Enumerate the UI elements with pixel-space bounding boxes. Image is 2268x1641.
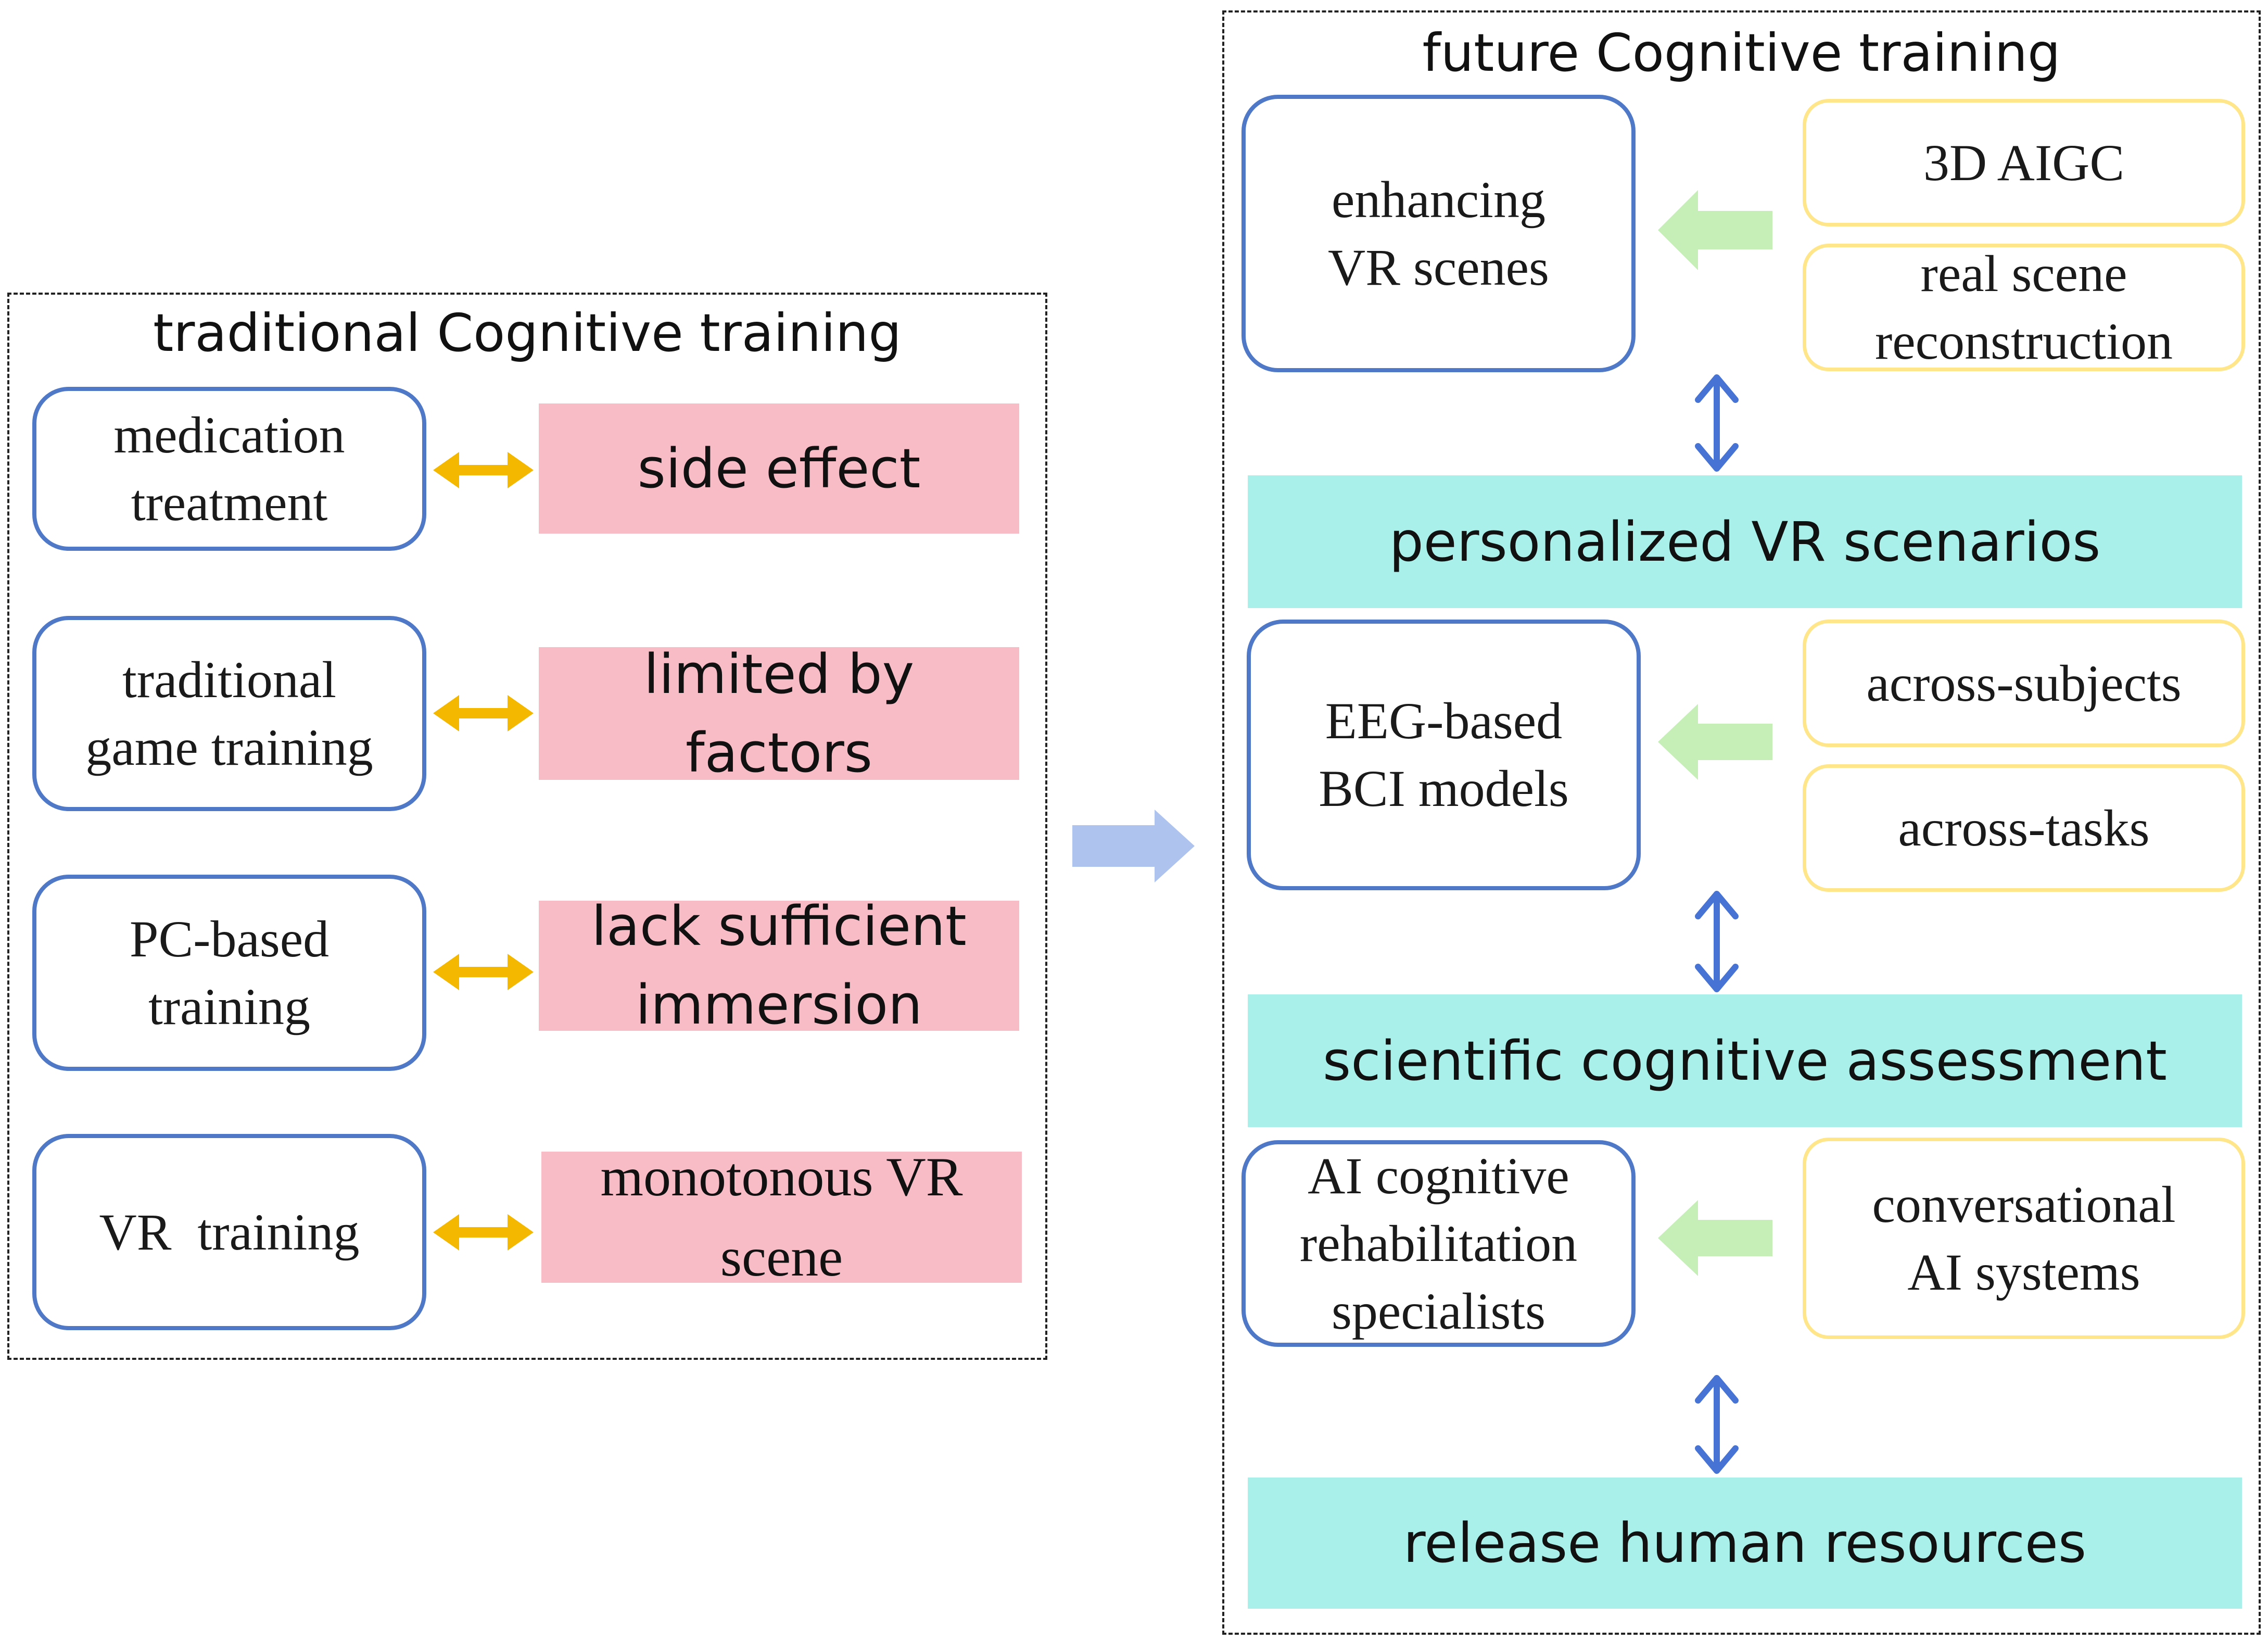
outcome-bar: personalized VR scenarios xyxy=(1248,475,2242,608)
focus-line: specialists xyxy=(1331,1282,1546,1340)
limitation-line: scene xyxy=(720,1227,843,1287)
source-box: real scene reconstruction xyxy=(1803,244,2245,371)
source-line: 3D AIGC xyxy=(1923,133,2125,192)
vertical-double-arrow-icon xyxy=(1695,1375,1739,1474)
source-line: reconstruction xyxy=(1874,312,2173,370)
focus-box: enhancing VR scenes xyxy=(1241,95,1636,372)
limitation-line: limited by xyxy=(643,642,915,706)
limitation-line: side effect xyxy=(637,436,921,500)
double-headed-arrow-icon xyxy=(433,695,534,731)
left-panel xyxy=(7,293,1047,1360)
right-arrow-icon xyxy=(1072,810,1195,882)
limitation-box: side effect xyxy=(539,403,1019,534)
focus-line: rehabilitation xyxy=(1299,1214,1578,1272)
method-box: traditional game training xyxy=(32,616,426,811)
focus-box: AI cognitive rehabilitation specialists xyxy=(1241,1140,1636,1347)
source-line: conversational xyxy=(1872,1175,2176,1233)
limitation-box: limited by factors xyxy=(539,642,1019,785)
double-headed-arrow-icon xyxy=(433,954,534,990)
method-line: VR training xyxy=(99,1203,360,1261)
outcome-bar: release human resources xyxy=(1248,1478,2242,1609)
limitation-line: factors xyxy=(686,721,872,785)
method-box: medication treatment xyxy=(32,387,426,551)
left-panel-title: traditional Cognitive training xyxy=(153,302,902,363)
method-line: training xyxy=(148,977,311,1036)
double-headed-arrow-icon xyxy=(433,452,534,488)
method-line: medication xyxy=(113,406,345,464)
method-line: game training xyxy=(85,718,373,776)
focus-line: VR scenes xyxy=(1328,238,1549,296)
focus-line: EEG-based xyxy=(1325,692,1563,750)
focus-line: AI cognitive xyxy=(1308,1146,1569,1205)
double-headed-arrow-icon xyxy=(433,1214,534,1251)
source-box: 3D AIGC xyxy=(1803,99,2245,226)
source-box: across-subjects xyxy=(1803,620,2245,747)
limitation-line: lack sufficient xyxy=(591,894,967,958)
vertical-double-arrow-icon xyxy=(1695,891,1739,992)
method-line: traditional xyxy=(122,650,336,709)
source-line: across-tasks xyxy=(1898,799,2150,857)
source-line: real scene xyxy=(1920,244,2127,302)
source-box: across-tasks xyxy=(1803,764,2245,892)
limitation-line: immersion xyxy=(636,973,922,1037)
right-panel-title: future Cognitive training xyxy=(1422,22,2061,83)
source-box: conversational AI systems xyxy=(1803,1138,2245,1339)
left-arrow-icon xyxy=(1658,190,1772,270)
method-box: PC-based training xyxy=(32,875,426,1071)
limitation-box: lack sufficient immersion xyxy=(539,894,1019,1037)
left-arrow-icon xyxy=(1658,704,1772,780)
focus-line: BCI models xyxy=(1319,760,1569,817)
method-box: VR training xyxy=(32,1134,426,1330)
right-panel xyxy=(1222,10,2261,1635)
source-line: across-subjects xyxy=(1866,654,2182,712)
source-line: AI systems xyxy=(1907,1243,2140,1301)
method-line: PC-based xyxy=(129,910,330,968)
vertical-double-arrow-icon xyxy=(1695,374,1739,472)
outcome-bar: scientific cognitive assessment xyxy=(1248,994,2242,1127)
limitation-box: monotonous VR scene xyxy=(541,1146,1022,1287)
limitation-line: monotonous VR xyxy=(600,1146,963,1208)
focus-box: EEG-based BCI models xyxy=(1247,620,1641,890)
method-line: treatment xyxy=(131,473,328,532)
left-arrow-icon xyxy=(1658,1200,1772,1276)
focus-line: enhancing xyxy=(1332,170,1545,229)
